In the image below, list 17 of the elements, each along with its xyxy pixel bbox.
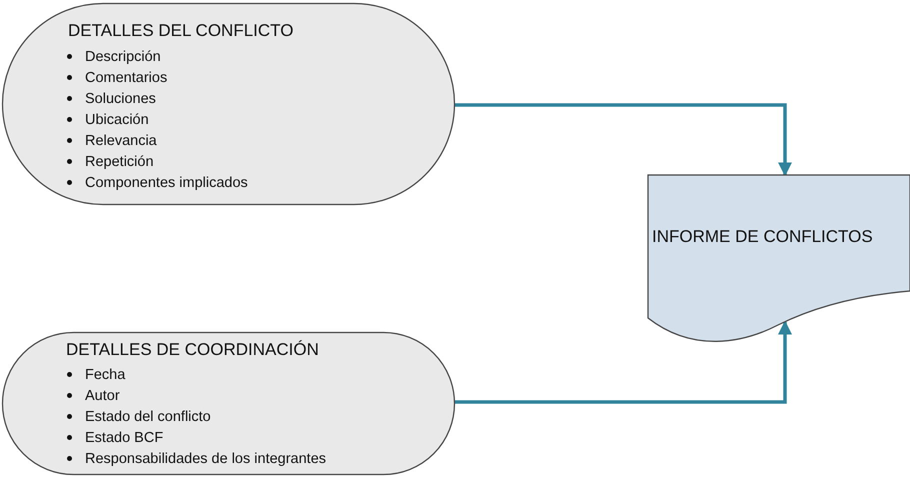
list-item: Autor: [85, 388, 120, 404]
arrow: [455, 320, 792, 404]
list-item: Relevancia: [85, 133, 157, 149]
list-item: Componentes implicados: [85, 175, 248, 191]
list-item: Descripción: [85, 49, 161, 65]
node-heading: DETALLES DE COORDINACIÓN: [66, 340, 319, 360]
list-item: Soluciones: [85, 91, 156, 107]
list-item: Estado del conflicto: [85, 409, 211, 425]
list-item: Comentarios: [85, 70, 168, 86]
node-heading: DETALLES DEL CONFLICTO: [68, 21, 294, 41]
list-item: Fecha: [85, 367, 126, 383]
list-item: Estado BCF: [85, 430, 164, 446]
list-item: Repetición: [85, 154, 154, 170]
arrow: [455, 103, 792, 176]
list-item: Responsabilidades de los integrantes: [85, 451, 326, 467]
document-title: INFORME DE CONFLICTOS: [652, 227, 873, 247]
list-item: Ubicación: [85, 112, 149, 128]
